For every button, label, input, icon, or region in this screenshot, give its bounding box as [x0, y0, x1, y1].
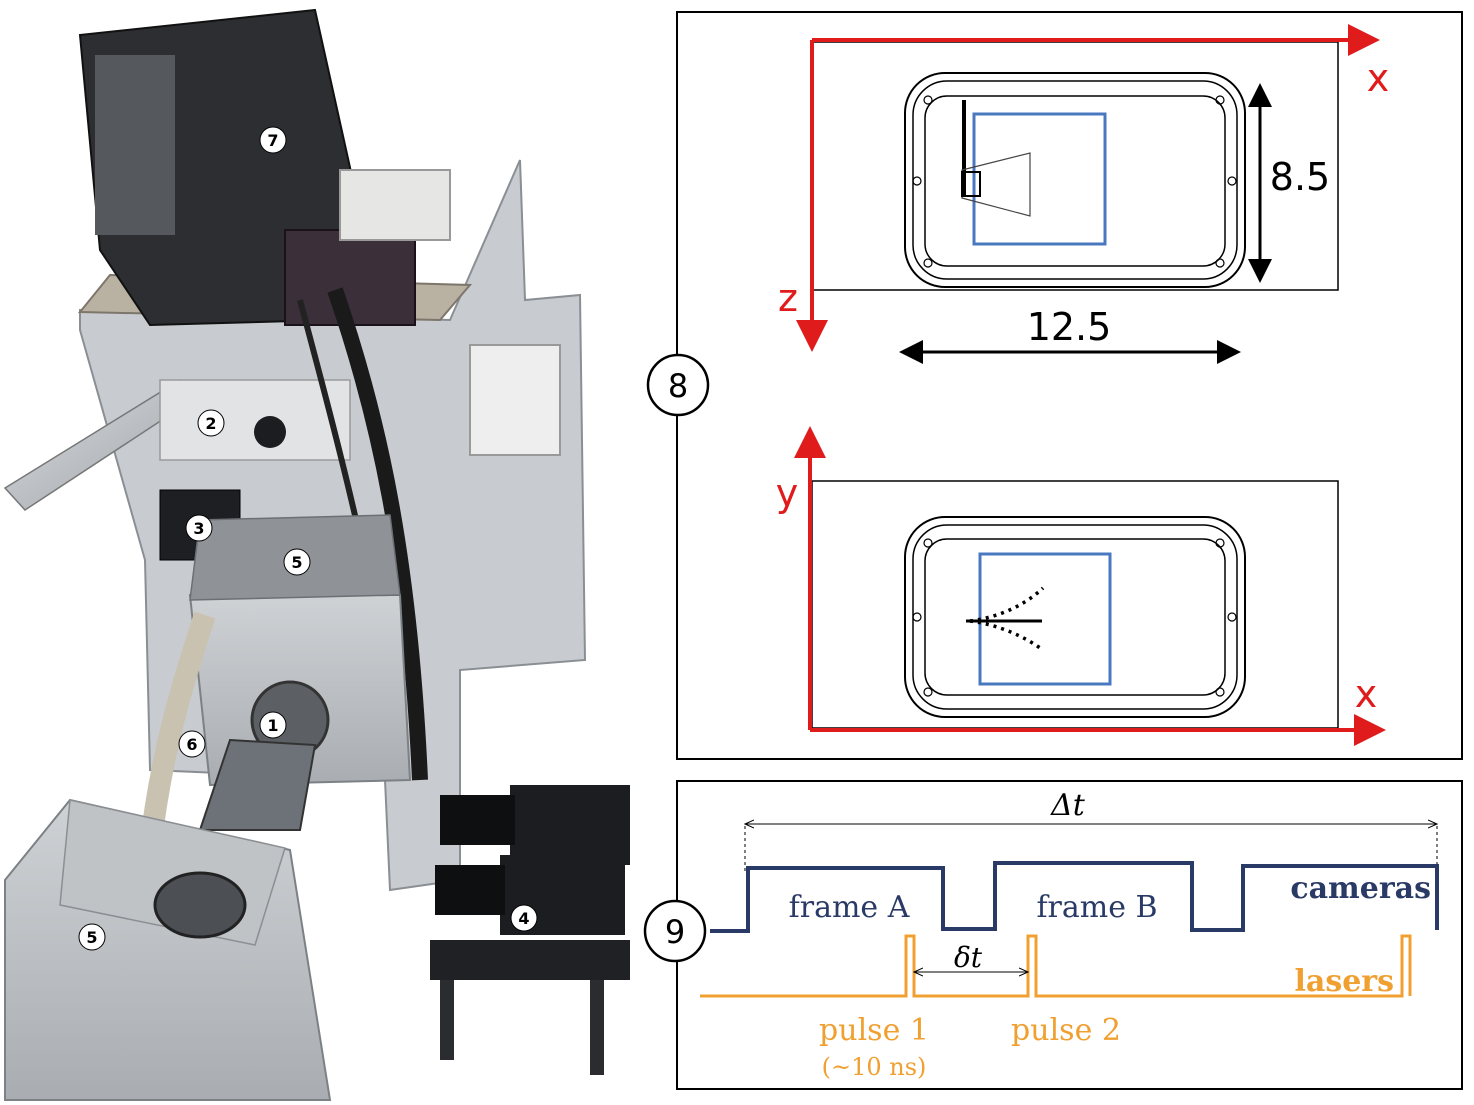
frame-b-label: frame B — [1036, 890, 1157, 925]
y-axis-label: y — [776, 471, 799, 515]
panel-9: Δt frame A frame B cameras δt lasers pul… — [643, 780, 1463, 1090]
laser-controller — [339, 169, 451, 241]
lasers-label: lasers — [1294, 964, 1394, 999]
side-window-inner — [924, 538, 1226, 696]
window-inner — [924, 95, 1226, 267]
laser-head — [284, 229, 416, 326]
camera-lens-lower — [435, 865, 505, 915]
nozzle-outline — [961, 152, 1031, 217]
svg-text:4: 4 — [518, 909, 529, 928]
frame-a-label: frame A — [789, 890, 910, 925]
small-camera — [254, 416, 286, 448]
window-outer — [904, 72, 1246, 288]
svg-text:5: 5 — [291, 553, 302, 572]
camera-stand — [430, 940, 630, 980]
delta-t-big-label: Δt — [1050, 788, 1086, 823]
side-window-outer — [904, 516, 1246, 718]
badge-5-upper: 5 — [283, 548, 311, 576]
badge-1: 1 — [259, 711, 287, 739]
badge-4: 4 — [510, 904, 538, 932]
badge-7: 7 — [259, 126, 287, 154]
camera-stand-leg-right — [590, 980, 604, 1075]
badge-5-lower: 5 — [78, 923, 106, 951]
photo-badges: 7 2 3 5 1 6 4 5 — [78, 126, 538, 951]
panel-8-border — [676, 11, 1463, 760]
camera-body-upper — [510, 785, 630, 865]
height-dimension-label: 8.5 — [1270, 155, 1330, 199]
pulse-1-duration: (~10 ns) — [822, 1053, 927, 1081]
badge-2: 2 — [197, 409, 225, 437]
screw-holes — [912, 95, 1237, 268]
laser-signal — [700, 934, 1412, 998]
panel-8: x z 8.5 12.5 8 — [646, 11, 1463, 760]
svg-text:1: 1 — [267, 716, 278, 735]
badge-6: 6 — [178, 730, 206, 758]
camera-stand-leg-left — [440, 980, 454, 1060]
camera-lens-upper — [440, 795, 515, 845]
svg-text:8: 8 — [668, 367, 688, 405]
lower-tank-port — [153, 871, 247, 939]
nozzle-holes — [961, 171, 981, 197]
field-of-view-top — [972, 112, 1107, 246]
side-screw-holes — [912, 538, 1237, 697]
svg-text:6: 6 — [186, 735, 197, 754]
width-dimension-label: 12.5 — [1027, 305, 1112, 349]
top-view: x z 8.5 12.5 — [778, 24, 1390, 364]
camera-signal — [710, 861, 1439, 933]
tube — [139, 611, 216, 852]
svg-text:9: 9 — [665, 913, 685, 951]
cameras-label: cameras — [1290, 871, 1431, 906]
test-section — [198, 738, 317, 831]
x-axis-label-top: x — [1367, 56, 1390, 100]
field-of-view-side — [978, 552, 1112, 686]
side-view-frame — [811, 480, 1339, 729]
svg-text:5: 5 — [86, 928, 97, 947]
pulse-1-label: pulse 1 — [819, 1013, 929, 1048]
x-axis-label-side: x — [1355, 672, 1378, 716]
panel-9-marker: 9 — [643, 899, 707, 963]
spray-edge-lower — [969, 619, 1045, 652]
side-view: y x — [776, 426, 1386, 746]
cable-bundle — [327, 287, 428, 781]
z-axis-label: z — [778, 276, 798, 320]
spray-edge-upper — [969, 586, 1045, 623]
power-supply — [469, 344, 561, 456]
pulse-2-label: pulse 2 — [1011, 1013, 1121, 1048]
delta-t-small-label: δt — [954, 941, 983, 974]
svg-text:7: 7 — [267, 131, 278, 150]
tower-vent — [95, 55, 175, 235]
camera-mount-plate — [159, 379, 351, 461]
svg-text:2: 2 — [205, 414, 216, 433]
setup-photo — [3, 8, 630, 1101]
badge-3: 3 — [185, 514, 213, 542]
svg-text:3: 3 — [193, 519, 204, 538]
panel-8-marker: 8 — [646, 353, 710, 417]
